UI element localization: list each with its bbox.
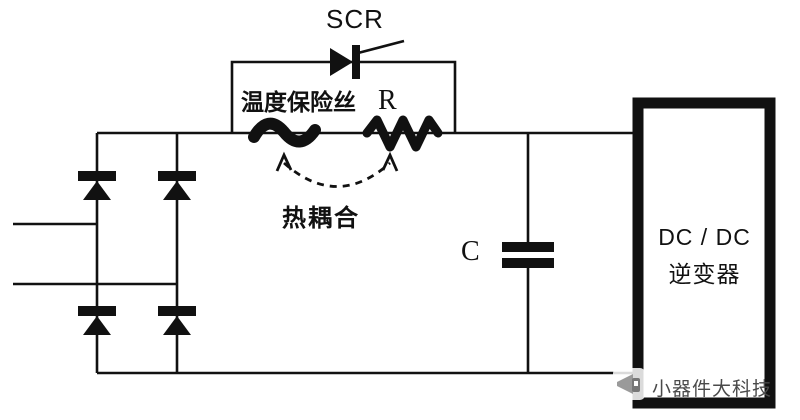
inverter-box-line1: DC / DC (658, 224, 751, 250)
bridge-rectifier (78, 171, 196, 335)
inverter-box-title: DC / DC 逆变器 (633, 224, 776, 289)
dcdc-inverter-box (632, 97, 776, 409)
arrow-up-icon (381, 151, 399, 172)
diode-icon (78, 306, 116, 335)
scr-label: SCR (326, 4, 384, 34)
thermal-fuse-label: 温度保险丝 (241, 89, 356, 115)
resistor-icon (362, 115, 443, 152)
scr-icon (330, 39, 405, 79)
resistor-label: R (378, 85, 397, 116)
capacitor-label: C (461, 236, 480, 267)
thermal-coupling-label: 热耦合 (282, 205, 360, 232)
capacitor-icon (502, 242, 554, 268)
diode-icon (78, 171, 116, 200)
diode-icon (158, 171, 196, 200)
thermal-coupling-arc (275, 151, 399, 188)
watermark-logo-icon (617, 374, 640, 394)
inverter-box-line2: 逆变器 (668, 261, 741, 287)
thermal-fuse-icon (248, 117, 321, 148)
diode-icon (158, 306, 196, 335)
arrow-up-icon (275, 151, 293, 172)
watermark-text: 小器件大科技 (652, 379, 773, 400)
watermark-logo (613, 368, 645, 400)
